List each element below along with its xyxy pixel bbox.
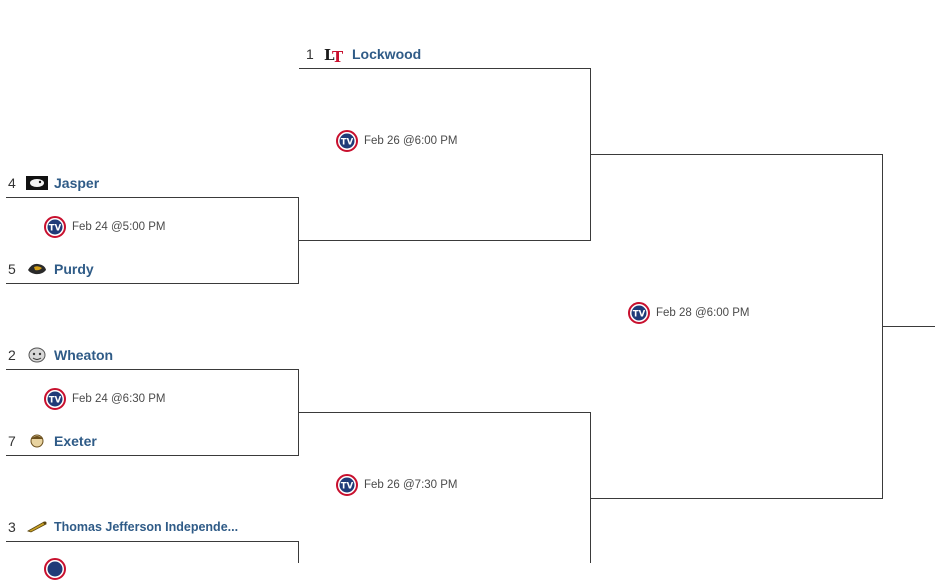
tv-broadcast-icon: [44, 558, 66, 580]
bracket-line: [882, 154, 883, 499]
bracket-line: [6, 455, 299, 456]
seed-number: 2: [8, 347, 16, 363]
jasper-logo-icon: [26, 175, 48, 191]
game-time: Feb 28 @6:00 PM: [656, 307, 750, 319]
game-time: Feb 26 @6:00 PM: [364, 135, 458, 147]
team-name-link[interactable]: Thomas Jefferson Independe...: [54, 520, 239, 534]
svg-text:TV: TV: [341, 482, 354, 492]
bracket-line: [299, 240, 591, 241]
team-name-link[interactable]: Exeter: [54, 433, 97, 449]
team-entry-exeter: 7 Exeter: [8, 431, 97, 451]
game-info-semifinal-top[interactable]: TV Feb 26 @6:00 PM: [336, 130, 458, 152]
bracket-line: [591, 498, 883, 499]
tv-broadcast-icon: TV: [336, 474, 358, 496]
game-info-jasper-purdy[interactable]: TV Feb 24 @5:00 PM: [44, 216, 166, 238]
game-info-final[interactable]: TV Feb 28 @6:00 PM: [628, 302, 750, 324]
bracket-line: [299, 412, 591, 413]
game-info-semifinal-bottom[interactable]: TV Feb 26 @7:30 PM: [336, 474, 458, 496]
bracket-line: [298, 541, 299, 563]
team-name-link[interactable]: Wheaton: [54, 347, 114, 363]
svg-text:TV: TV: [633, 310, 646, 320]
game-info-wheaton-exeter[interactable]: TV Feb 24 @6:30 PM: [44, 388, 166, 410]
seed-number: 1: [306, 46, 314, 62]
thomas-jefferson-logo-icon: [26, 519, 48, 535]
team-entry-thomas-jefferson: 3 Thomas Jefferson Independe...: [8, 517, 238, 537]
svg-text:TV: TV: [341, 138, 354, 148]
bracket-line: [591, 154, 883, 155]
bracket-line: [298, 197, 299, 284]
tv-broadcast-icon: TV: [336, 130, 358, 152]
team-entry-wheaton: 2 Wheaton: [8, 345, 113, 365]
wheaton-logo-icon: [26, 347, 48, 363]
team-name-link[interactable]: Lockwood: [352, 46, 422, 62]
team-name-link[interactable]: Jasper: [54, 175, 100, 191]
seed-number: 4: [8, 175, 16, 191]
seed-number: 5: [8, 261, 16, 277]
game-info-thomas-jefferson[interactable]: [44, 558, 72, 580]
bracket-line: [299, 68, 591, 69]
exeter-logo-icon: [26, 433, 48, 449]
purdy-logo-icon: [26, 261, 48, 277]
bracket-line: [590, 412, 591, 563]
team-name-link[interactable]: Purdy: [54, 261, 94, 277]
lockwood-logo-icon: L T: [324, 46, 346, 63]
tv-broadcast-icon: TV: [44, 216, 66, 238]
game-time: Feb 26 @7:30 PM: [364, 479, 458, 491]
game-time: Feb 24 @6:30 PM: [72, 393, 166, 405]
svg-text:T: T: [332, 48, 344, 63]
game-time: Feb 24 @5:00 PM: [72, 221, 166, 233]
bracket-line: [6, 283, 299, 284]
team-entry-jasper: 4 Jasper: [8, 173, 99, 193]
seed-number: 3: [8, 519, 16, 535]
seed-number: 7: [8, 433, 16, 449]
team-entry-lockwood: 1 L T Lockwood: [306, 44, 421, 64]
bracket-line: [590, 68, 591, 241]
bracket-line: [6, 541, 299, 542]
tv-broadcast-icon: TV: [44, 388, 66, 410]
svg-text:L: L: [324, 46, 335, 63]
team-entry-purdy: 5 Purdy: [8, 259, 94, 279]
svg-text:TV: TV: [49, 396, 62, 406]
tv-broadcast-icon: TV: [628, 302, 650, 324]
bracket-line: [6, 197, 299, 198]
bracket-line: [6, 369, 299, 370]
bracket-line: [883, 326, 935, 327]
svg-text:TV: TV: [49, 224, 62, 234]
bracket-line: [298, 369, 299, 456]
